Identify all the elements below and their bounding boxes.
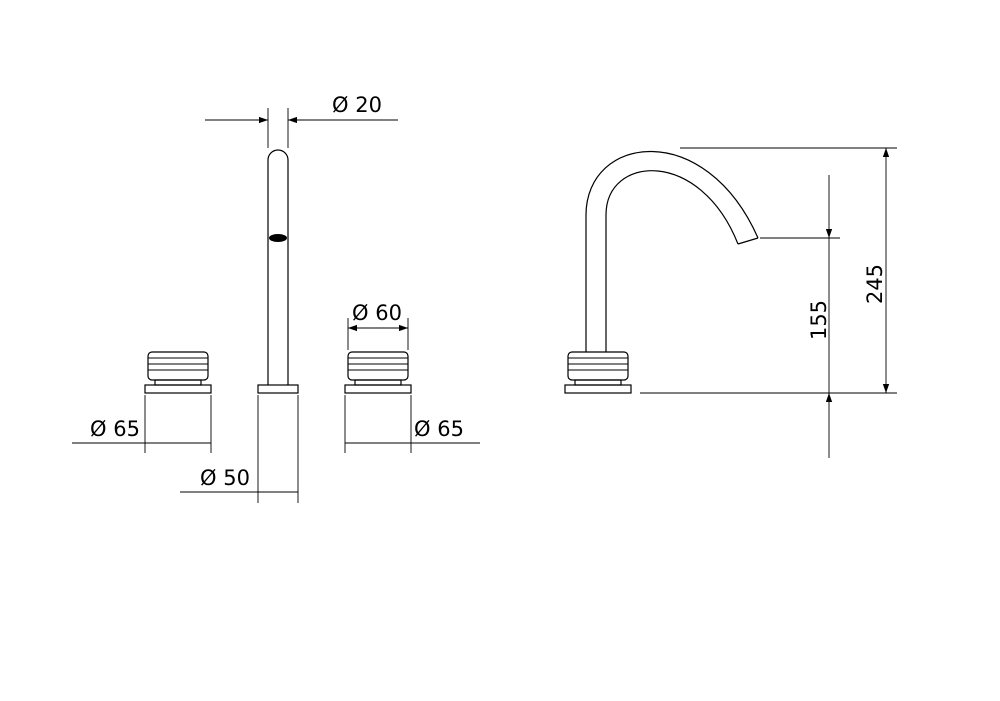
dimension-overall-height: 245 xyxy=(863,148,890,393)
front-view: Ø 20 Ø 60 Ø 65 Ø 65 Ø 50 xyxy=(72,93,480,503)
right-base-diameter-label: Ø 65 xyxy=(414,417,464,441)
spout-base-diameter-label: Ø 50 xyxy=(200,466,250,490)
left-handle xyxy=(144,351,212,394)
dimension-outlet-height: 155 xyxy=(807,175,833,458)
spout-diameter-label: Ø 20 xyxy=(332,93,382,117)
dimension-handle-top-diameter: Ø 60 xyxy=(347,301,409,350)
dimension-right-base-diameter: Ø 65 xyxy=(344,395,480,453)
right-handle xyxy=(344,351,412,394)
outlet-height-label: 155 xyxy=(807,300,831,340)
left-base-diameter-label: Ø 65 xyxy=(90,417,140,441)
aerator-mark xyxy=(269,234,287,242)
dimension-spout-base-diameter: Ø 50 xyxy=(180,395,299,503)
dimension-spout-diameter: Ø 20 xyxy=(205,93,398,148)
side-view: 155 245 xyxy=(564,147,897,458)
spout-base-plate xyxy=(257,384,299,394)
dimension-left-base-diameter: Ø 65 xyxy=(72,395,212,453)
side-handle xyxy=(564,351,632,394)
spout-side xyxy=(585,150,759,352)
spout-front xyxy=(257,149,299,394)
overall-height-label: 245 xyxy=(863,264,887,304)
handle-top-diameter-label: Ø 60 xyxy=(352,301,402,325)
